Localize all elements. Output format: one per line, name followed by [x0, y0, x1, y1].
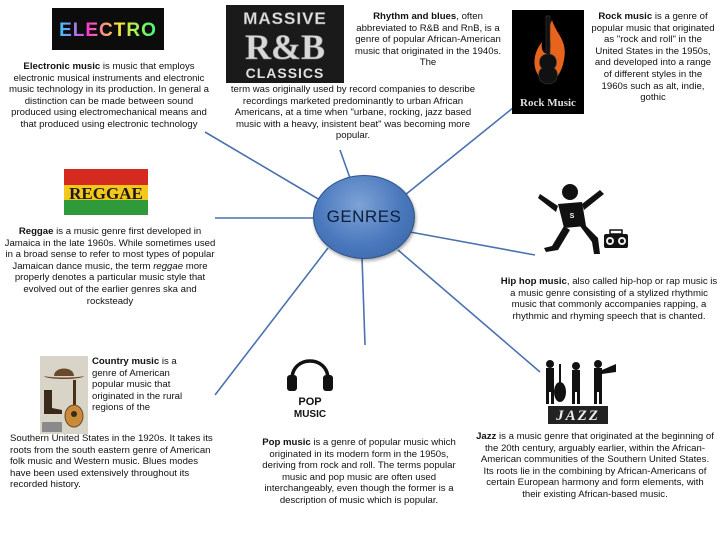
- rock-logo: Rock Music: [512, 10, 584, 114]
- hub-label: GENRES: [326, 207, 402, 226]
- reggae-term-italic: reggae: [153, 260, 184, 272]
- electro-logo: ELECTRO: [52, 8, 164, 50]
- electronic-text: is music that employs electronic musical…: [9, 61, 209, 130]
- pop-logo-line2: MUSIC: [294, 409, 326, 420]
- jazz-logo-text: JAZZ: [555, 408, 600, 424]
- hiphop-term: Hip hop music: [500, 276, 567, 287]
- rock-logo-text: Rock Music: [520, 97, 576, 109]
- rnb-description-bottom: term was originally used by record compa…: [222, 84, 484, 142]
- electro-logo-text: ELECTRO: [59, 20, 157, 41]
- pop-logo-line1: POP: [298, 396, 321, 408]
- country-text-b: Southern United States in the 1920s. It …: [10, 433, 213, 491]
- hiphop-text: , also called hip-hop or rap music is a …: [510, 276, 718, 322]
- country-term: Country music: [92, 356, 160, 367]
- boombox-icon: [604, 229, 628, 248]
- jazz-description: Jazz is a music genre that originated at…: [476, 431, 714, 501]
- reggae-text-b: more properly denotes a particular music…: [14, 260, 208, 307]
- hiphop-description: Hip hop music, also called hip-hop or ra…: [500, 276, 718, 322]
- rnb-term: Rhythm and blues: [373, 11, 457, 22]
- cowboy-hat-icon: [44, 368, 84, 379]
- svg-text:S: S: [570, 213, 575, 220]
- electronic-term: Electronic music: [23, 61, 101, 72]
- reggae-text-a: is a music genre first developed in Jama…: [4, 226, 216, 272]
- reggae-description: Reggae is a music genre first developed …: [3, 226, 217, 307]
- country-collage: [40, 356, 88, 434]
- hiphop-dancer-icon: S: [538, 184, 628, 254]
- jazz-logo: JAZZ: [546, 360, 616, 424]
- pop-term: Pop music: [262, 437, 311, 448]
- pop-description: Pop music is a genre of popular music wh…: [254, 437, 464, 507]
- rnb-text-b: term was originally used by record compa…: [230, 84, 476, 142]
- guitar-icon: [538, 15, 558, 85]
- rnb-text-a: , often abbreviated to R&B and RnB, is a…: [354, 11, 502, 69]
- electronic-description: Electronic music is music that employs e…: [6, 61, 212, 131]
- pop-text: is a genre of popular music which origin…: [262, 437, 456, 506]
- reggae-term: Reggae: [18, 226, 54, 237]
- connector-pop: [361, 256, 366, 346]
- rock-text: is a genre of popular music that origina…: [591, 11, 715, 104]
- genres-hub: GENRES: [313, 175, 415, 259]
- rnb-logo: MASSIVE R&B CLASSICS: [226, 5, 344, 83]
- pop-music-logo: POP MUSIC: [282, 345, 338, 421]
- rock-description: Rock music is a genre of popular music t…: [590, 11, 716, 104]
- rock-term: Rock music: [598, 11, 653, 22]
- rnb-logo-line1: MASSIVE: [243, 9, 327, 28]
- connector-country: [214, 247, 329, 396]
- rnb-description-top: Rhythm and blues, often abbreviated to R…: [348, 11, 508, 69]
- connector-jazz: [397, 249, 541, 373]
- reggae-logo: REGGAE: [64, 169, 148, 215]
- connector-rnb: [339, 149, 351, 179]
- reggae-logo-text: REGGAE: [69, 184, 143, 203]
- connector-electronic: [204, 131, 321, 201]
- jazz-text: is a music genre that originated at the …: [480, 431, 714, 500]
- acoustic-guitar-icon: [64, 380, 84, 428]
- country-text-a: is a genre of American popular music tha…: [92, 356, 183, 414]
- country-description-top: Country music is a genre of American pop…: [92, 356, 196, 414]
- jazz-term: Jazz: [476, 431, 497, 442]
- country-description-bottom: Southern United States in the 1920s. It …: [10, 433, 218, 491]
- rnb-logo-line2: R&B: [245, 27, 325, 67]
- connector-hiphop: [409, 231, 536, 256]
- jazz-musicians-icon: [546, 360, 616, 404]
- headphones-icon: [290, 359, 330, 380]
- boot-icon: [44, 390, 62, 414]
- rnb-logo-line3: CLASSICS: [246, 65, 325, 81]
